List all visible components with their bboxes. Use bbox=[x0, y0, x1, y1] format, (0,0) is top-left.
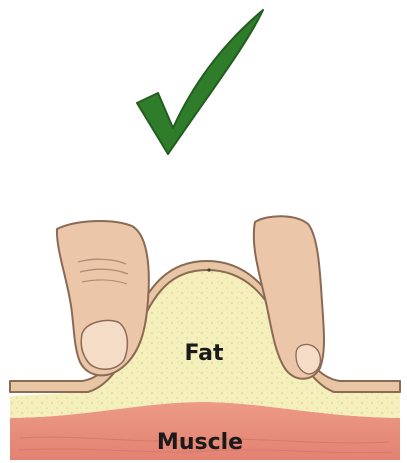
checkmark-icon bbox=[137, 10, 263, 154]
muscle-label: Muscle bbox=[157, 430, 243, 455]
left-finger-icon bbox=[57, 221, 149, 375]
fat-label: Fat bbox=[184, 341, 224, 366]
